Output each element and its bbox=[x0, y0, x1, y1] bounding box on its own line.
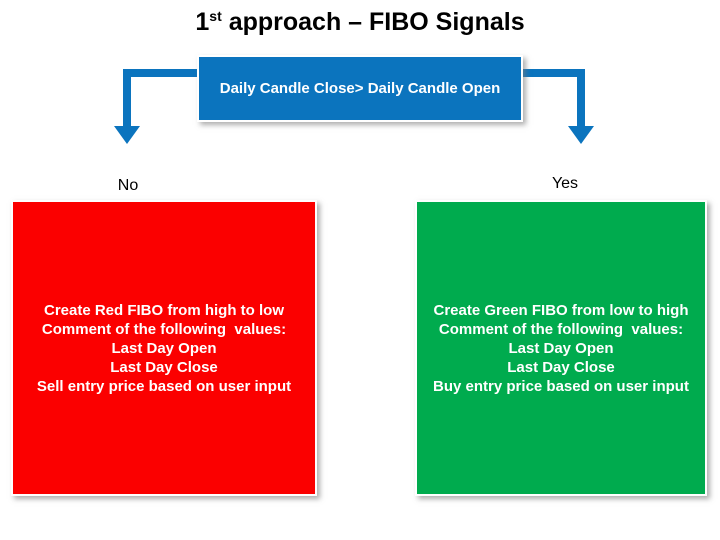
outcome-text-line: Create Red FIBO from high to low bbox=[43, 301, 284, 319]
outcome-text-line: Sell entry price based on user input bbox=[36, 377, 292, 395]
decision-box-label: Daily Candle Close> Daily Candle Open bbox=[219, 80, 501, 97]
no-branch-label: No bbox=[117, 177, 139, 194]
down-arrowhead-icon bbox=[568, 126, 594, 144]
outcome-text-line: Create Green FIBO from low to high bbox=[433, 301, 689, 319]
outcome-text-line: Buy entry price based on user input bbox=[433, 377, 689, 395]
title-text: approach – FIBO Signals bbox=[221, 8, 525, 36]
outcome-text-line: Comment of the following values: bbox=[41, 320, 287, 338]
yes-branch-connector-horizontal bbox=[519, 69, 585, 77]
outcome-text-line: Last Day Close bbox=[110, 358, 218, 376]
decision-box: Daily Candle Close> Daily Candle Open bbox=[197, 55, 523, 122]
title-number: 1 bbox=[195, 8, 210, 36]
yes-branch-label: Yes bbox=[551, 175, 579, 192]
outcome-text-line: Last Day Open bbox=[111, 339, 217, 357]
page-title: 1st approach – FIBO Signals bbox=[0, 6, 720, 41]
outcome-text-line: Last Day Close bbox=[507, 358, 615, 376]
no-branch-connector-horizontal bbox=[123, 69, 201, 77]
no-branch-connector-vertical bbox=[123, 69, 131, 127]
yes-outcome-box: Create Green FIBO from low to high Comme… bbox=[415, 200, 707, 496]
yes-branch-connector-vertical bbox=[577, 69, 585, 127]
down-arrowhead-icon bbox=[114, 126, 140, 144]
outcome-text-line: Comment of the following values: bbox=[438, 320, 684, 338]
title-ordinal-suffix: st bbox=[209, 8, 222, 24]
outcome-text-line: Last Day Open bbox=[508, 339, 614, 357]
no-outcome-box: Create Red FIBO from high to low Comment… bbox=[11, 200, 317, 496]
